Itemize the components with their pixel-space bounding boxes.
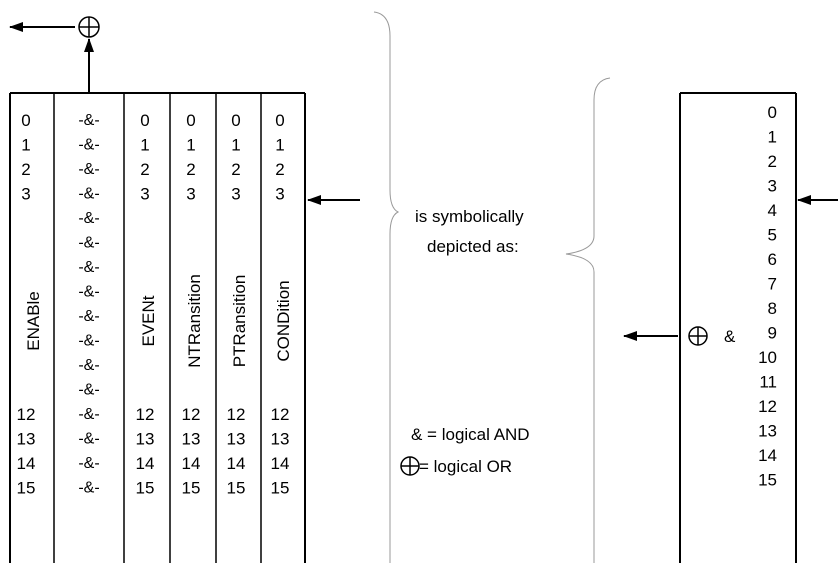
bit-event: 1 <box>140 136 149 155</box>
bit-event: 13 <box>136 430 155 449</box>
column-label-condition: CONDition <box>274 280 293 361</box>
bit-ptransition: 13 <box>227 430 246 449</box>
bit-event: 3 <box>140 185 149 204</box>
column-label-ptransition: PTRansition <box>230 275 249 368</box>
circle-plus-icon <box>688 326 708 346</box>
register-table <box>9 92 306 563</box>
symbolic-bit: 8 <box>768 299 777 318</box>
and-cell: -&- <box>78 259 99 276</box>
bit-ntransition: 0 <box>186 111 195 130</box>
bit-ptransition: 1 <box>231 136 240 155</box>
and-cell: -&- <box>78 480 99 497</box>
bit-ntransition: 13 <box>182 430 201 449</box>
bit-condition: 2 <box>275 160 284 179</box>
bit-event: 0 <box>140 111 149 130</box>
column-label-event: EVENt <box>139 295 158 346</box>
description-line-1: is symbolically <box>415 207 524 226</box>
and-cell: -&- <box>78 357 99 374</box>
symbolic-bit: 2 <box>768 152 777 171</box>
symbolic-bit: 0 <box>768 103 777 122</box>
and-cell: -&- <box>78 112 99 129</box>
bit-enable: 1 <box>21 136 30 155</box>
bit-event: 14 <box>136 454 155 473</box>
symbolic-and-symbol: & <box>724 327 736 346</box>
and-cell: -&- <box>78 382 99 399</box>
bit-ptransition: 0 <box>231 111 240 130</box>
or-legend: = logical OR <box>419 457 512 476</box>
symbolic-bit: 15 <box>758 471 777 490</box>
and-legend: & = logical AND <box>411 425 530 444</box>
bit-enable: 2 <box>21 160 30 179</box>
and-cell: -&- <box>78 137 99 154</box>
bit-condition: 0 <box>275 111 284 130</box>
bit-ntransition: 3 <box>186 185 195 204</box>
bit-ptransition: 14 <box>227 454 246 473</box>
bit-event: 15 <box>136 479 155 498</box>
symbolic-bit: 11 <box>759 373 777 392</box>
and-cell: -&- <box>78 235 99 252</box>
symbolic-bit: 10 <box>758 348 777 367</box>
bit-enable: 14 <box>17 454 36 473</box>
and-cell: -&- <box>78 308 99 325</box>
circle-plus-icon <box>400 456 420 476</box>
bit-ntransition: 14 <box>182 454 201 473</box>
bit-condition: 14 <box>271 454 290 473</box>
symbolic-bit: 4 <box>768 201 777 220</box>
bit-event: 2 <box>140 160 149 179</box>
right-brace <box>565 77 611 563</box>
symbolic-bit: 7 <box>768 275 777 294</box>
and-cell: -&- <box>78 431 99 448</box>
bit-condition: 1 <box>275 136 284 155</box>
bit-condition: 12 <box>271 405 290 424</box>
symbolic-bit: 3 <box>768 177 777 196</box>
bit-enable: 3 <box>21 185 30 204</box>
bit-ntransition: 1 <box>186 136 195 155</box>
symbolic-bit: 1 <box>768 128 777 147</box>
bit-ptransition: 2 <box>231 160 240 179</box>
left-brace <box>373 11 400 563</box>
bit-ptransition: 12 <box>227 405 246 424</box>
bit-condition: 13 <box>271 430 290 449</box>
bit-condition: 15 <box>271 479 290 498</box>
and-cell: -&- <box>78 333 99 350</box>
and-cell: -&- <box>78 284 99 301</box>
symbolic-register-box <box>679 92 797 563</box>
description-line-2: depicted as: <box>427 237 519 256</box>
and-cell: -&- <box>78 161 99 178</box>
and-cell: -&- <box>78 186 99 203</box>
column-label-enable: ENABle <box>24 291 43 351</box>
bit-enable: 15 <box>17 479 36 498</box>
and-cell: -&- <box>78 455 99 472</box>
bit-ntransition: 2 <box>186 160 195 179</box>
symbolic-bit: 13 <box>758 422 777 441</box>
bit-ptransition: 15 <box>227 479 246 498</box>
symbolic-bit: 9 <box>768 324 777 343</box>
bit-ntransition: 15 <box>182 479 201 498</box>
bit-condition: 3 <box>275 185 284 204</box>
column-label-ntransition: NTRansition <box>185 274 204 368</box>
bit-ntransition: 12 <box>182 405 201 424</box>
symbolic-bit: 14 <box>758 446 777 465</box>
and-cell: -&- <box>78 406 99 423</box>
symbolic-bit: 5 <box>768 226 777 245</box>
bit-ptransition: 3 <box>231 185 240 204</box>
circle-plus-icon <box>78 16 100 38</box>
symbolic-bit: 6 <box>768 250 777 269</box>
bit-enable: 0 <box>21 111 30 130</box>
bit-enable: 12 <box>17 405 36 424</box>
bit-event: 12 <box>136 405 155 424</box>
bit-enable: 13 <box>17 430 36 449</box>
symbolic-bit: 12 <box>758 397 777 416</box>
and-cell: -&- <box>78 210 99 227</box>
